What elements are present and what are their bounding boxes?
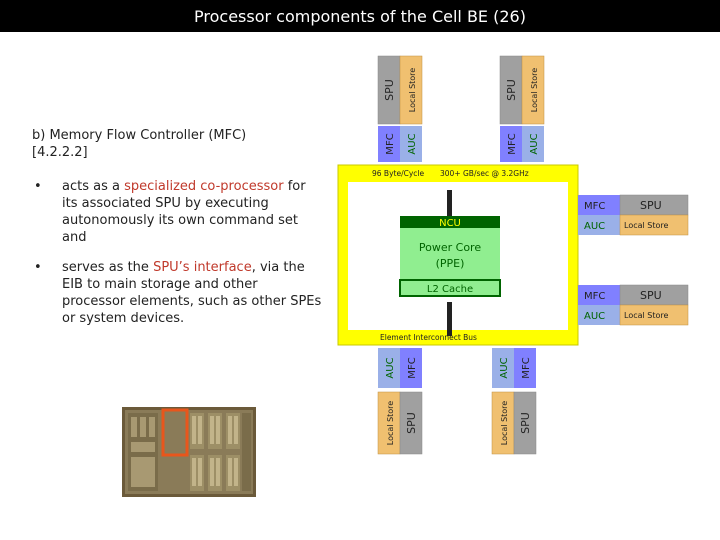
- auc-label: AUC: [407, 133, 418, 154]
- spu-label: SPU: [505, 79, 518, 101]
- spu-label: SPU: [405, 412, 418, 434]
- bullet-dot: •: [34, 179, 42, 194]
- section-heading: b) Memory Flow Controller (MFC) [4.2.2.2…: [32, 127, 322, 161]
- spe-right-top: MFC AUC SPU Local Store: [578, 194, 689, 236]
- mfc-label: MFC: [385, 133, 396, 154]
- bullet-highlight: specialized co-processor: [124, 179, 284, 194]
- ncu-block: [400, 216, 500, 228]
- ppe-label-line1: Power Core: [419, 241, 481, 254]
- spe-bottom-left: AUC MFC Local Store SPU: [377, 348, 423, 455]
- cell-architecture-diagram: SPU Local Store MFC AUC SPU Local Store …: [337, 55, 689, 455]
- ppe-block: [400, 228, 500, 280]
- local-store-label: Local Store: [408, 68, 417, 113]
- highlight-frame: [161, 408, 189, 457]
- chip-die-photo: [122, 407, 256, 497]
- bullet-text-pre: acts as a: [62, 179, 125, 194]
- local-store-label: Local Store: [530, 68, 539, 113]
- spu-label: SPU: [640, 289, 662, 302]
- bullet-item: • serves as the SPU’s interface, via the…: [32, 259, 322, 327]
- bullet-highlight: SPU’s interface: [153, 260, 252, 275]
- spe-bottom-right: AUC MFC Local Store SPU: [491, 348, 537, 455]
- bullet-text-pre: serves as the: [62, 260, 154, 275]
- spe-top-right: SPU Local Store MFC AUC: [499, 55, 545, 162]
- mfc-label: MFC: [584, 291, 605, 302]
- ppe-label-line2: (PPE): [436, 257, 465, 270]
- heading-line2: [4.2.2.2]: [32, 145, 88, 160]
- bullet-dot: •: [34, 260, 42, 275]
- spe-top-left: SPU Local Store MFC AUC: [377, 55, 423, 162]
- auc-label: AUC: [529, 133, 540, 154]
- heading-line1: b) Memory Flow Controller (MFC): [32, 128, 247, 143]
- spu-label: SPU: [383, 79, 396, 101]
- l2-block: [399, 279, 501, 297]
- auc-label: AUC: [385, 357, 396, 378]
- spe-right-bottom: MFC AUC SPU Local Store: [578, 284, 689, 326]
- mfc-label: MFC: [507, 133, 518, 154]
- bus-bandwidth-left: 96 Byte/Cycle: [372, 169, 424, 178]
- eib-label: Element Interconnect Bus: [380, 333, 477, 342]
- spu-label: SPU: [640, 199, 662, 212]
- auc-label: AUC: [499, 357, 510, 378]
- spu-label: SPU: [519, 412, 532, 434]
- local-store-label: Local Store: [624, 221, 669, 230]
- bullet-text-post: for its associated SPU by executing auto…: [62, 179, 306, 245]
- local-store-label: Local Store: [624, 311, 669, 320]
- l2-label: L2 Cache: [427, 284, 473, 295]
- ncu-label: NCU: [439, 218, 461, 229]
- mfc-label: MFC: [407, 357, 418, 378]
- auc-label: AUC: [584, 311, 605, 322]
- local-store-label: Local Store: [386, 401, 395, 446]
- mfc-label: MFC: [521, 357, 532, 378]
- bullet-list: • acts as a specialized co-processor for…: [32, 178, 322, 340]
- bus-bandwidth-right: 300+ GB/sec @ 3.2GHz: [440, 169, 529, 178]
- bullet-item: • acts as a specialized co-processor for…: [32, 178, 322, 246]
- mfc-label: MFC: [584, 201, 605, 212]
- slide-title: Processor components of the Cell BE (26): [0, 0, 720, 32]
- local-store-label: Local Store: [500, 401, 509, 446]
- auc-label: AUC: [584, 221, 605, 232]
- bullet-text-post: , via the EIB to main storage and other …: [62, 260, 322, 326]
